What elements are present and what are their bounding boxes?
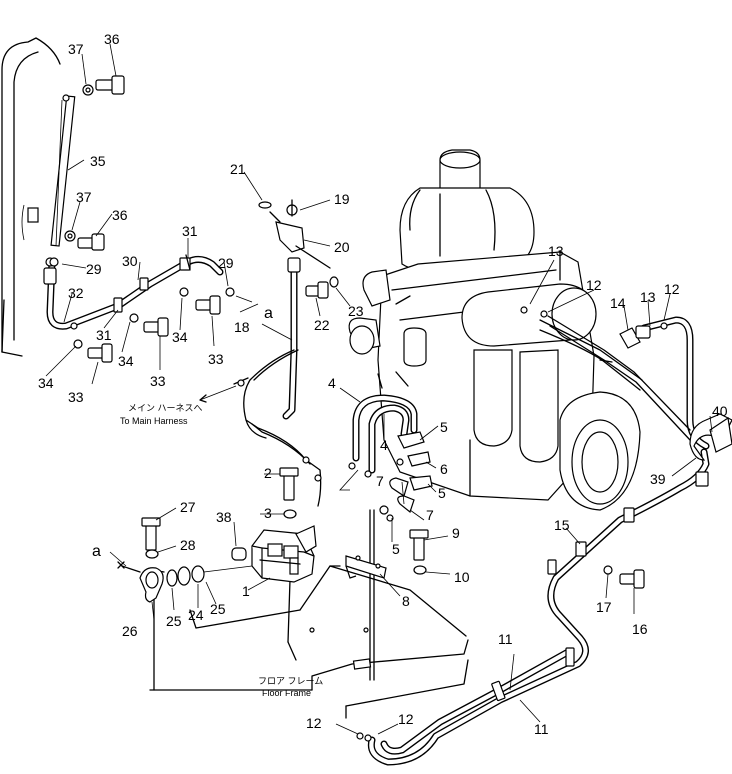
- leader-lines: [45, 43, 713, 735]
- part-label: 34: [172, 329, 188, 345]
- part-label: 7: [376, 473, 384, 489]
- harness-bracket: [27, 94, 76, 247]
- harness-left: [43, 255, 224, 330]
- caption-main-harness-en: To Main Harness: [120, 416, 188, 426]
- part-label: 38: [216, 509, 232, 525]
- part-label: 33: [68, 389, 84, 405]
- part-label: 35: [90, 153, 106, 169]
- part-label: 40: [712, 403, 728, 419]
- part-label: 30: [122, 253, 138, 269]
- part-label: 11: [534, 721, 549, 737]
- part-label: 9: [452, 525, 460, 541]
- part-label: 5: [392, 541, 400, 557]
- part-label: 25: [166, 613, 182, 629]
- part-label: 17: [596, 599, 612, 615]
- part-label: 13: [640, 289, 656, 305]
- part-label: 32: [68, 285, 84, 301]
- part-label: 5: [438, 485, 446, 501]
- bracket-20: [258, 199, 331, 269]
- caption-floor-frame-jp: フロア フレーム: [258, 676, 323, 686]
- bracket-8: [345, 555, 387, 579]
- harness-upper-right: [520, 306, 732, 461]
- part-label: 28: [180, 537, 196, 553]
- switch-assembly: [231, 525, 317, 583]
- part-label: 7: [426, 507, 434, 523]
- part-label: 6: [440, 461, 448, 477]
- part-label: 8: [402, 593, 410, 609]
- part-label: 34: [38, 375, 54, 391]
- part-label: 24: [188, 607, 204, 623]
- harness-11: [356, 448, 710, 766]
- part-label: 31: [182, 223, 198, 239]
- harness-18: [233, 257, 322, 507]
- part-label: 21: [230, 161, 246, 177]
- part-label: 25: [210, 601, 226, 617]
- part-label: 20: [334, 239, 350, 255]
- part-label: 3: [264, 505, 272, 521]
- part-label: 14: [610, 295, 626, 311]
- part-label: 33: [208, 351, 224, 367]
- engine-block: [348, 149, 643, 511]
- fasteners: [49, 75, 645, 589]
- part-label: 22: [314, 317, 330, 333]
- part-label: 1: [242, 583, 250, 599]
- part-label: 12: [398, 711, 414, 727]
- part-label: 4: [328, 375, 336, 391]
- part-label: 26: [122, 623, 138, 639]
- part-numbers: 37 36 35 37 36 29 30 31 29 32 31 34 33 3…: [38, 31, 728, 737]
- part-label: 36: [112, 207, 128, 223]
- part-label: 18: [234, 319, 250, 335]
- caption-main-harness-jp: メイン ハーネスへ: [128, 403, 203, 413]
- part-label: 19: [334, 191, 350, 207]
- callout-a-right: a: [264, 305, 273, 322]
- part-label: 27: [180, 499, 196, 515]
- caption-floor-frame-en: Floor Frame: [262, 688, 311, 698]
- part-label: 36: [104, 31, 120, 47]
- part-label: 16: [632, 621, 648, 637]
- part-label: 23: [348, 303, 364, 319]
- part-label: 33: [150, 373, 166, 389]
- part-label: 12: [664, 281, 680, 297]
- callout-a-left: a: [92, 543, 101, 560]
- part-label: 15: [554, 517, 570, 533]
- cab-pillar: [1, 37, 61, 357]
- part-label: 29: [86, 261, 102, 277]
- part-label: 37: [68, 41, 84, 57]
- harness-4: [348, 394, 433, 681]
- left-fittings: [117, 561, 253, 603]
- part-label: 10: [454, 569, 470, 585]
- captions: メイン ハーネスへ To Main Harness フロア フレーム Floor…: [92, 305, 323, 698]
- part-label: 12: [306, 715, 322, 731]
- part-label: 37: [76, 189, 92, 205]
- part-label: 39: [650, 471, 666, 487]
- part-label: 13: [548, 243, 564, 259]
- part-label: 31: [96, 327, 112, 343]
- part-label: 12: [586, 277, 602, 293]
- part-label: 34: [118, 353, 134, 369]
- part-label: 2: [264, 465, 272, 481]
- part-label: 4: [380, 437, 388, 453]
- part-label: 5: [440, 419, 448, 435]
- part-label: 11: [498, 631, 513, 647]
- part-label: 29: [218, 255, 234, 271]
